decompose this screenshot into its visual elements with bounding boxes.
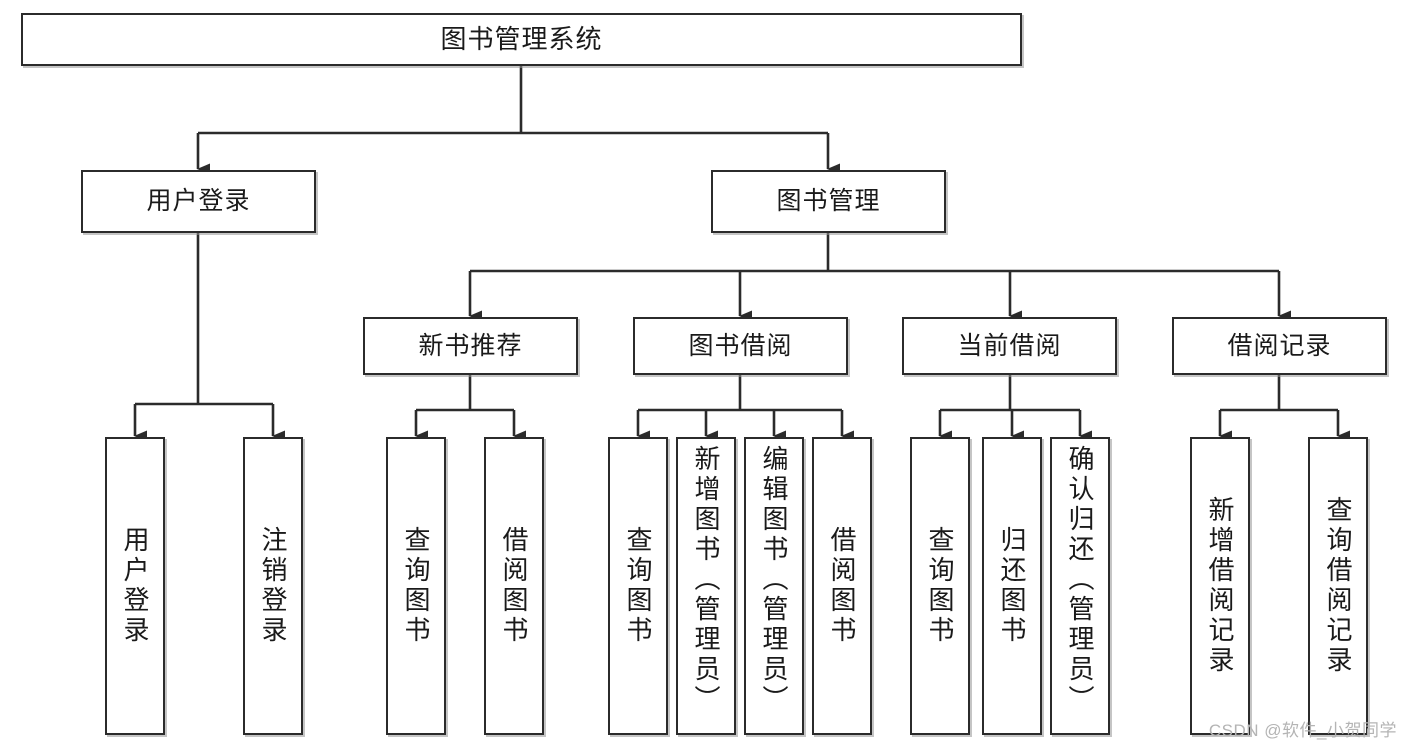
node-label: 借阅图书 [499, 526, 529, 646]
leaf-borrow-books-recommend[interactable]: 借阅图书 [484, 437, 544, 735]
node-label: 查询图书 [623, 526, 653, 646]
node-label: 确认归还（管理员） [1065, 445, 1095, 715]
node-label: 借阅图书 [827, 526, 857, 646]
node-root-book-management-system[interactable]: 图书管理系统 [21, 13, 1022, 66]
node-new-book-recommend[interactable]: 新书推荐 [363, 317, 578, 375]
node-label: 编辑图书（管理员） [759, 445, 789, 715]
leaf-borrow-book[interactable]: 借阅图书 [812, 437, 872, 735]
node-label: 借阅记录 [1227, 331, 1332, 360]
leaf-add-borrow-record[interactable]: 新增借阅记录 [1190, 437, 1250, 735]
node-label: 查询图书 [401, 526, 431, 646]
node-borrow-records[interactable]: 借阅记录 [1172, 317, 1387, 375]
leaf-return-book[interactable]: 归还图书 [982, 437, 1042, 735]
node-label: 归还图书 [997, 526, 1027, 646]
leaf-query-books-current[interactable]: 查询图书 [910, 437, 970, 735]
node-label: 图书管理系统 [440, 23, 603, 54]
leaf-user-login[interactable]: 用户登录 [105, 437, 165, 735]
node-user-login[interactable]: 用户登录 [81, 170, 316, 233]
node-label: 查询图书 [925, 526, 955, 646]
node-label: 当前借阅 [957, 331, 1062, 360]
node-label: 新增图书（管理员） [691, 445, 721, 715]
leaf-logout[interactable]: 注销登录 [243, 437, 303, 735]
node-label: 查询借阅记录 [1323, 496, 1353, 676]
leaf-edit-book-admin[interactable]: 编辑图书（管理员） [744, 437, 804, 735]
leaf-query-books-borrow[interactable]: 查询图书 [608, 437, 668, 735]
node-label: 用户登录 [146, 187, 251, 216]
node-label: 新书推荐 [418, 331, 523, 360]
node-label: 图书借阅 [688, 331, 793, 360]
leaf-query-borrow-record[interactable]: 查询借阅记录 [1308, 437, 1368, 735]
node-label: 图书管理 [776, 187, 881, 216]
node-current-borrow[interactable]: 当前借阅 [902, 317, 1117, 375]
node-book-borrow[interactable]: 图书借阅 [633, 317, 848, 375]
leaf-query-books-recommend[interactable]: 查询图书 [386, 437, 446, 735]
node-label: 注销登录 [258, 526, 288, 646]
node-book-management[interactable]: 图书管理 [711, 170, 946, 233]
leaf-add-book-admin[interactable]: 新增图书（管理员） [676, 437, 736, 735]
node-label: 新增借阅记录 [1205, 496, 1235, 676]
leaf-confirm-return-admin[interactable]: 确认归还（管理员） [1050, 437, 1110, 735]
node-label: 用户登录 [120, 526, 150, 646]
